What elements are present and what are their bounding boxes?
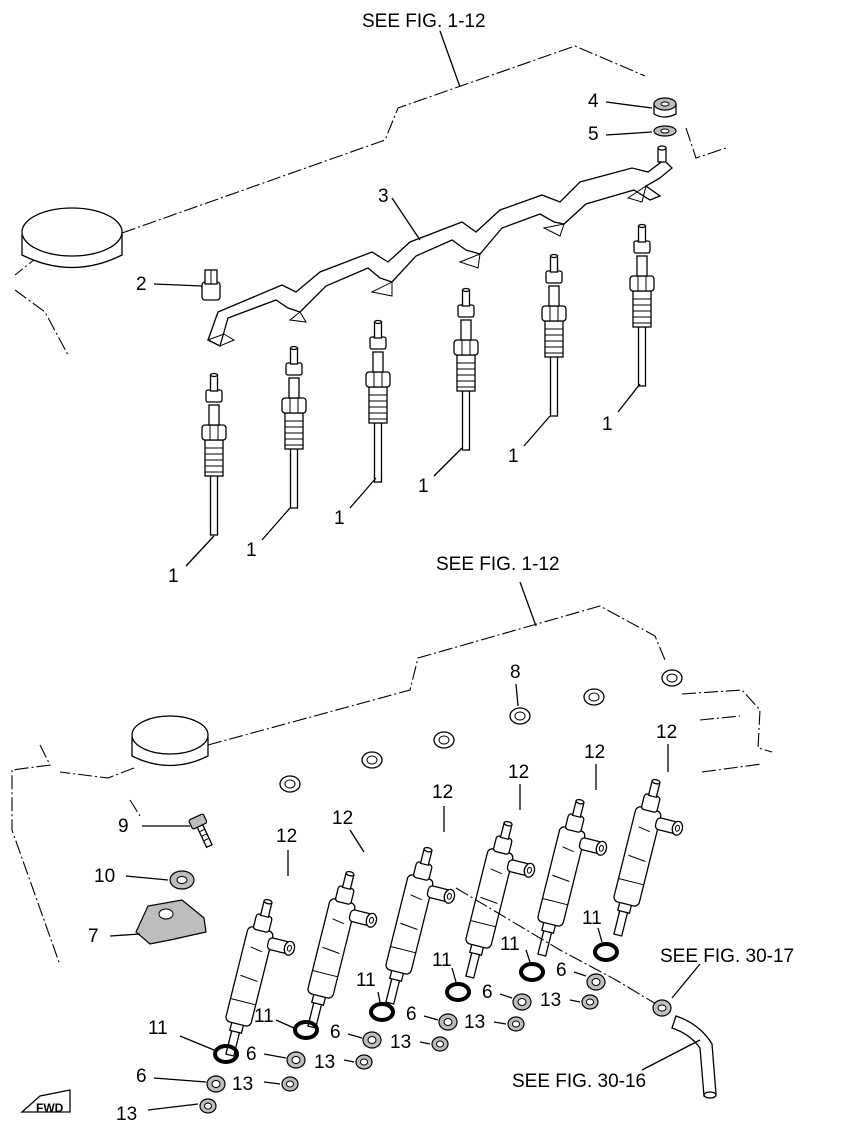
cylinder-cap-top <box>21 207 123 269</box>
seal-washer-2 <box>286 1051 306 1069</box>
callout-5: 5 <box>588 124 599 145</box>
small-nut-2 <box>281 1076 299 1092</box>
callout-12a: 12 <box>276 826 297 847</box>
callout-12e: 12 <box>584 742 605 763</box>
seal-washer-4 <box>438 1013 458 1031</box>
fwd-badge-label: FWD <box>36 1101 64 1115</box>
fwd-badge: FWD <box>20 1089 71 1115</box>
seal-washer-6 <box>586 973 606 991</box>
callout-11f: 11 <box>582 908 602 929</box>
callout-6d: 6 <box>406 1004 417 1025</box>
callout-13d: 13 <box>390 1032 411 1053</box>
injector-1 <box>216 895 306 1065</box>
callout-9: 9 <box>118 816 129 837</box>
ref-right-lower-label: SEE FIG. 30-16 <box>512 1071 646 1092</box>
o-ring-6 <box>593 942 619 962</box>
injector-6 <box>604 775 694 945</box>
fuel-return-pipe <box>279 669 683 865</box>
callout-1e: 1 <box>508 446 519 467</box>
seal-washer-3 <box>362 1031 382 1049</box>
callout-1a: 1 <box>168 566 179 587</box>
cylinder-cap-bottom <box>131 715 209 767</box>
callout-11c: 11 <box>356 970 376 991</box>
callout-12f: 12 <box>656 722 677 743</box>
seal-washer-1 <box>206 1075 226 1093</box>
callout-7: 7 <box>88 926 99 947</box>
callout-11e: 11 <box>500 934 520 955</box>
clamp-part-7 <box>135 899 207 945</box>
callout-13c: 13 <box>314 1052 335 1073</box>
washer-part-10 <box>169 870 195 890</box>
small-nut-1 <box>199 1098 217 1114</box>
ref-middle-label: SEE FIG. 1-12 <box>436 554 560 575</box>
ref-right-upper-label: SEE FIG. 30-17 <box>660 946 794 967</box>
o-ring-5 <box>519 962 545 982</box>
callout-10: 10 <box>94 866 115 887</box>
ref-top-label: SEE FIG. 1-12 <box>362 11 486 32</box>
callout-1c: 1 <box>334 508 345 529</box>
callout-1d: 1 <box>418 476 429 497</box>
glow-plug-3 <box>365 319 391 483</box>
callout-13e: 13 <box>464 1012 485 1033</box>
callout-12b: 12 <box>332 808 353 829</box>
lead-plate <box>206 159 673 347</box>
nut-part-4 <box>653 97 677 118</box>
callout-4: 4 <box>588 91 599 112</box>
glow-plug-4 <box>453 287 479 451</box>
callout-3: 3 <box>378 186 389 207</box>
callout-13f: 13 <box>540 990 561 1011</box>
small-nut-5 <box>507 1016 525 1032</box>
o-ring-2 <box>293 1020 319 1040</box>
callout-13b: 13 <box>232 1074 253 1095</box>
part-2 <box>201 269 221 301</box>
injector-4 <box>456 817 546 987</box>
o-ring-1 <box>213 1044 239 1064</box>
callout-6c: 6 <box>330 1022 341 1043</box>
callout-11d: 11 <box>432 950 452 971</box>
small-nut-3 <box>355 1054 373 1070</box>
o-ring-4 <box>445 982 471 1002</box>
callout-11b: 11 <box>254 1006 274 1027</box>
bolt-part-9 <box>188 813 213 849</box>
glow-plug-1 <box>201 372 227 536</box>
small-nut-4 <box>431 1036 449 1052</box>
return-hose-fitting <box>652 999 717 1099</box>
callout-2: 2 <box>136 274 147 295</box>
callout-12d: 12 <box>508 762 529 783</box>
callout-12c: 12 <box>432 782 453 803</box>
glow-plug-6 <box>629 223 655 387</box>
glow-plug-2 <box>281 345 307 509</box>
callout-6f: 6 <box>556 960 567 981</box>
o-ring-3 <box>369 1002 395 1022</box>
small-nut-6 <box>581 994 599 1010</box>
callout-1f: 1 <box>602 414 613 435</box>
callout-6e: 6 <box>482 982 493 1003</box>
glow-plug-5 <box>541 253 567 417</box>
callout-6a: 6 <box>136 1066 147 1087</box>
callout-6b: 6 <box>246 1044 257 1065</box>
seal-washer-5 <box>512 993 532 1011</box>
callout-11a: 11 <box>148 1018 168 1039</box>
washer-part-5 <box>653 125 677 137</box>
callout-13a: 13 <box>116 1104 137 1125</box>
callout-1b: 1 <box>246 540 257 561</box>
terminal-stud <box>657 145 667 163</box>
callout-8: 8 <box>510 662 521 683</box>
injector-2 <box>298 867 388 1037</box>
